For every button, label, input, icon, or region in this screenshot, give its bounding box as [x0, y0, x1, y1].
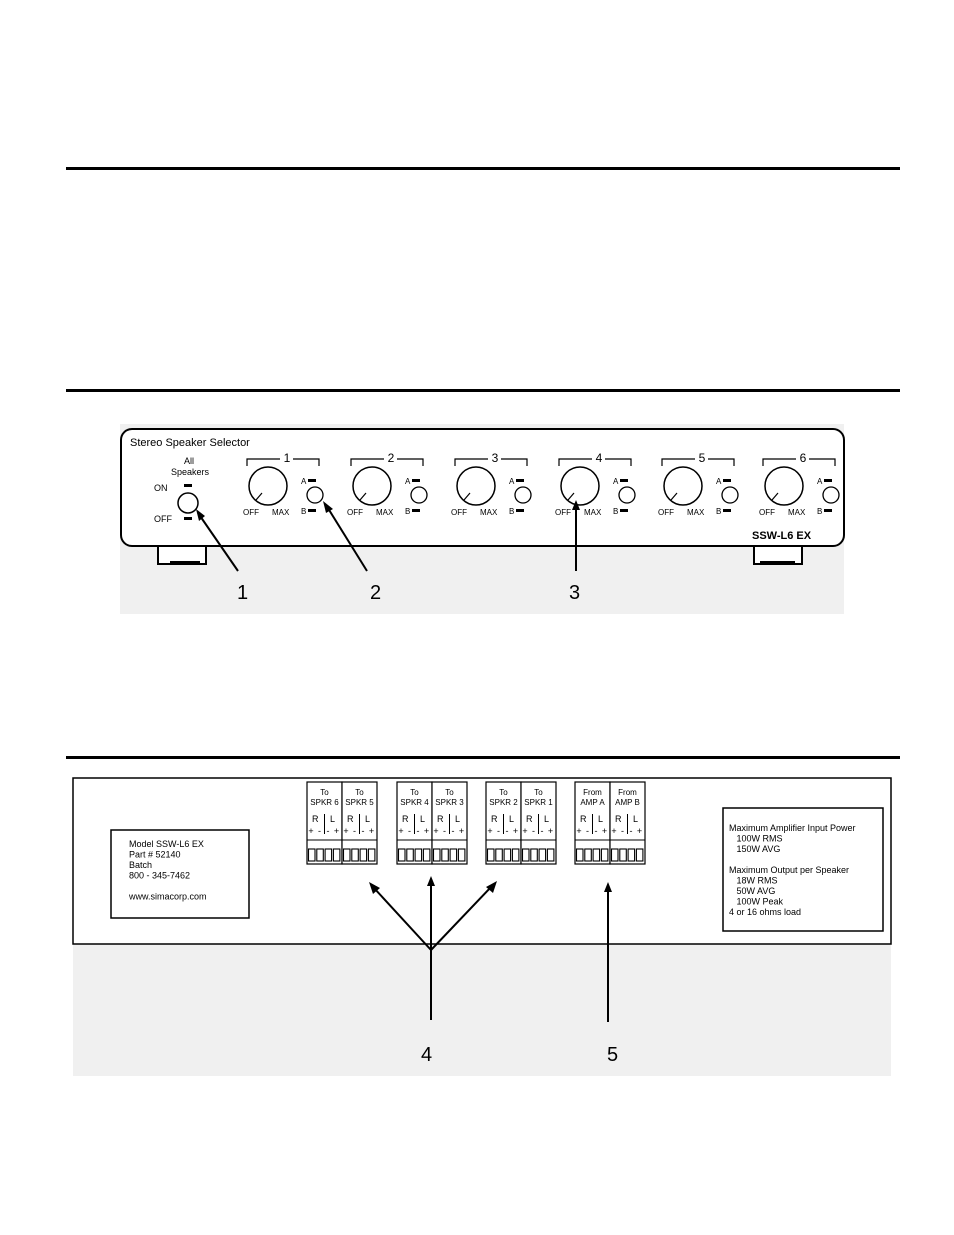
selector-a-icon [308, 479, 316, 482]
section-rule-2 [66, 389, 900, 392]
selector-a-label: A [509, 477, 515, 486]
knob-off-label: OFF [555, 508, 571, 517]
ab-selector-button[interactable] [306, 486, 324, 504]
knob-max-label: MAX [376, 508, 394, 517]
selector-b-label: B [817, 507, 822, 516]
knob-off-label: OFF [451, 508, 467, 517]
on-indicator-icon [184, 484, 192, 487]
knob-max-label: MAX [480, 508, 498, 517]
selector-b-label: B [509, 507, 514, 516]
zone-number: 1 [284, 451, 291, 465]
selector-a-label: A [613, 477, 619, 486]
selector-a-label: A [301, 477, 307, 486]
ab-selector-button[interactable] [514, 486, 532, 504]
selector-b-icon [723, 509, 731, 512]
zone-number: 6 [800, 451, 807, 465]
ab-selector-button[interactable] [618, 486, 636, 504]
front-model-label: SSW-L6 EX [752, 530, 812, 542]
all-speakers-label-line2: Speakers [171, 467, 210, 477]
knob-max-label: MAX [788, 508, 806, 517]
selector-b-label: B [405, 507, 410, 516]
selector-a-label: A [716, 477, 722, 486]
callout-arrowhead-2 [323, 501, 333, 513]
volume-knob[interactable] [560, 466, 600, 506]
selector-a-label: A [817, 477, 823, 486]
selector-b-icon [620, 509, 628, 512]
section-rule-3 [66, 756, 900, 759]
knob-pointer [670, 492, 678, 501]
all-speakers-label-line1: All [184, 456, 194, 466]
all-speakers-button[interactable] [177, 492, 199, 514]
zone-number: 4 [596, 451, 603, 465]
knob-pointer [463, 492, 471, 501]
front-panel-title: Stereo Speaker Selector [130, 437, 250, 449]
all-speakers-off-label: OFF [154, 514, 172, 524]
knob-max-label: MAX [272, 508, 290, 517]
volume-knob[interactable] [663, 466, 703, 506]
zone-bracket [558, 458, 632, 466]
callout-2: 2 [370, 582, 381, 604]
volume-knob[interactable] [248, 466, 288, 506]
selector-a-icon [723, 479, 731, 482]
volume-knob[interactable] [456, 466, 496, 506]
zone-bracket [762, 458, 836, 466]
knob-off-label: OFF [759, 508, 775, 517]
section-rule-1 [66, 167, 900, 170]
knob-pointer [567, 492, 575, 501]
off-indicator-icon [184, 517, 192, 520]
selector-a-icon [516, 479, 524, 482]
callout-3: 3 [569, 582, 580, 604]
volume-knob[interactable] [764, 466, 804, 506]
callout-arrowhead-3 [572, 500, 580, 510]
zone-bracket [350, 458, 424, 466]
knob-max-label: MAX [584, 508, 602, 517]
zone-number: 2 [388, 451, 395, 465]
selector-a-icon [824, 479, 832, 482]
selector-b-label: B [613, 507, 618, 516]
volume-knob[interactable] [352, 466, 392, 506]
selector-a-icon [412, 479, 420, 482]
knob-off-label: OFF [658, 508, 674, 517]
all-speakers-on-label: ON [154, 483, 168, 493]
selector-b-icon [824, 509, 832, 512]
front-foot-left [157, 545, 207, 565]
knob-pointer [359, 492, 367, 501]
knob-pointer [771, 492, 779, 501]
selector-b-icon [516, 509, 524, 512]
front-foot-right [753, 545, 803, 565]
knob-off-label: OFF [243, 508, 259, 517]
selector-b-label: B [301, 507, 306, 516]
selector-a-label: A [405, 477, 411, 486]
zone-number: 3 [492, 451, 499, 465]
selector-b-icon [412, 509, 420, 512]
zone-number: 5 [699, 451, 706, 465]
ab-selector-button[interactable] [822, 486, 840, 504]
selector-a-icon [620, 479, 628, 482]
ab-selector-button[interactable] [721, 486, 739, 504]
ab-selector-button[interactable] [410, 486, 428, 504]
callout-1: 1 [237, 582, 248, 604]
selector-b-icon [308, 509, 316, 512]
zone-bracket [661, 458, 735, 466]
knob-max-label: MAX [687, 508, 705, 517]
zone-bracket [454, 458, 528, 466]
knob-off-label: OFF [347, 508, 363, 517]
selector-b-label: B [716, 507, 721, 516]
callout-arrowhead-1 [196, 509, 205, 521]
zone-bracket [246, 458, 320, 466]
knob-pointer [255, 492, 263, 501]
